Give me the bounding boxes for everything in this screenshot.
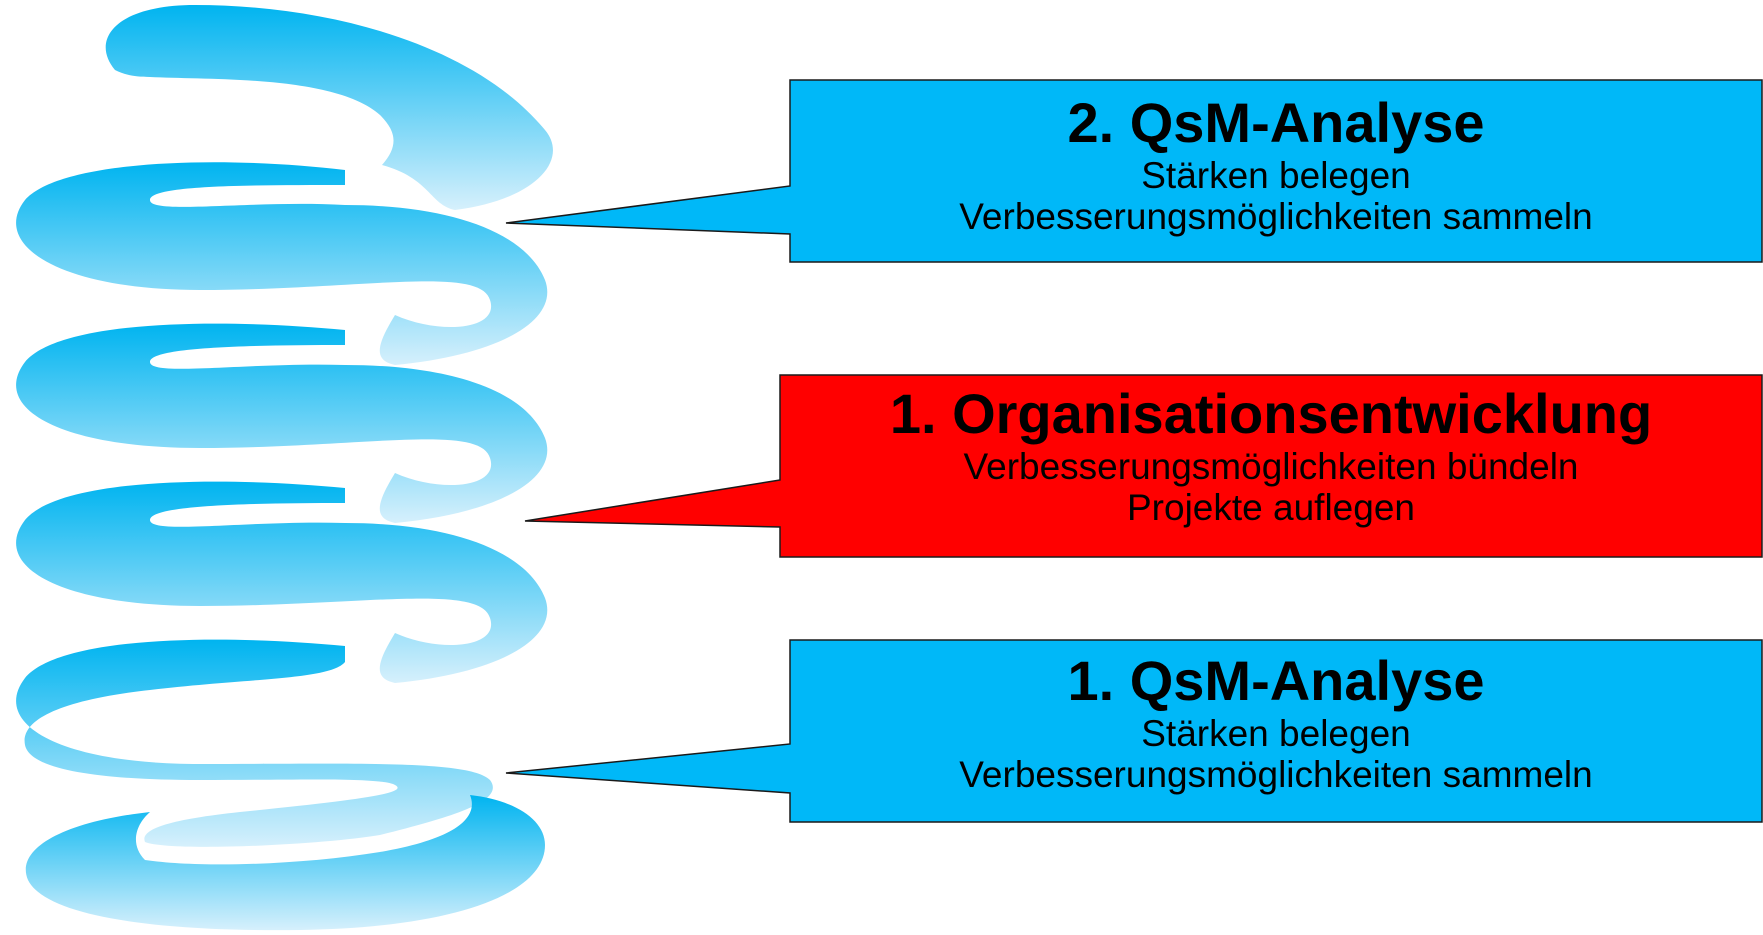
spiral-coil [16, 5, 553, 931]
callout-shapes [505, 79, 1763, 823]
spiral-coil-3 [16, 481, 548, 683]
callout-bottom-shape [505, 639, 1763, 823]
callout-top-shape [505, 79, 1763, 263]
spiral-coil-base [25, 795, 545, 931]
callout-middle-shape [524, 374, 1763, 558]
spiral-coil-2 [16, 323, 548, 523]
spiral-coil-1 [16, 162, 548, 365]
spiral-top-hook [105, 5, 553, 210]
spiral-coil-4 [16, 639, 493, 847]
